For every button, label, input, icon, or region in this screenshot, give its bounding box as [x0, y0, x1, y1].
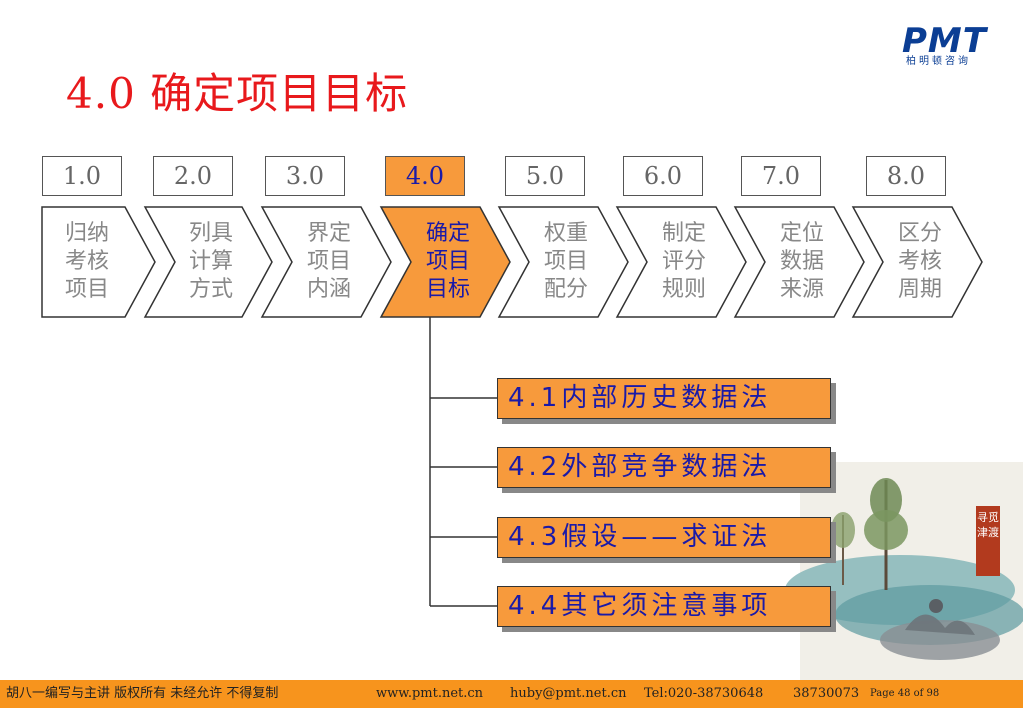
step-label-7: 定位 数据 来源	[779, 221, 824, 302]
footer-tel: Tel:020-38730648	[644, 686, 764, 701]
substep-4: 4.4其它须注意事项	[497, 586, 831, 627]
logo-subtitle: 柏明顿咨询	[906, 56, 971, 67]
page-title: 4.0 确定项目目标	[66, 69, 409, 118]
step-number-3: 3.0	[265, 156, 345, 196]
footer-website: www.pmt.net.cn	[376, 686, 484, 701]
step-label-4: 确定 项目 目标	[425, 221, 470, 302]
step-label-3: 界定 项目 内涵	[306, 221, 351, 302]
seal-stamp: 寻觅津渡	[976, 506, 1000, 576]
substep-1: 4.1内部历史数据法	[497, 378, 831, 419]
footer-bar: 胡八一编写与主讲 版权所有 未经允许 不得复制 www.pmt.net.cn h…	[0, 680, 1023, 708]
substep-3: 4.3假设——求证法	[497, 517, 831, 558]
step-number-2: 2.0	[153, 156, 233, 196]
step-label-8: 区分 考核 周期	[897, 221, 942, 302]
step-number-8: 8.0	[866, 156, 946, 196]
step-number-5: 5.0	[505, 156, 585, 196]
step-number-7: 7.0	[741, 156, 821, 196]
substep-2: 4.2外部竞争数据法	[497, 447, 831, 488]
pmt-logo: PMT 柏明顿咨询	[902, 21, 1012, 70]
step-label-1: 归纳 考核 项目	[64, 221, 109, 302]
step-number-1: 1.0	[42, 156, 122, 196]
footer-email: huby@pmt.net.cn	[510, 686, 627, 701]
step-label-6: 制定 评分 规则	[661, 221, 706, 302]
logo-mark: PMT	[902, 21, 987, 61]
step-number-4: 4.0	[385, 156, 465, 196]
step-number-6: 6.0	[623, 156, 703, 196]
footer-author: 胡八一编写与主讲 版权所有 未经允许 不得复制	[6, 686, 279, 701]
footer-page: Page 48 of 98	[870, 688, 940, 699]
footer-tel2: 38730073	[793, 686, 860, 701]
step-label-2: 列具 计算 方式	[188, 221, 233, 302]
step-label-5: 权重 项目 配分	[543, 221, 588, 302]
